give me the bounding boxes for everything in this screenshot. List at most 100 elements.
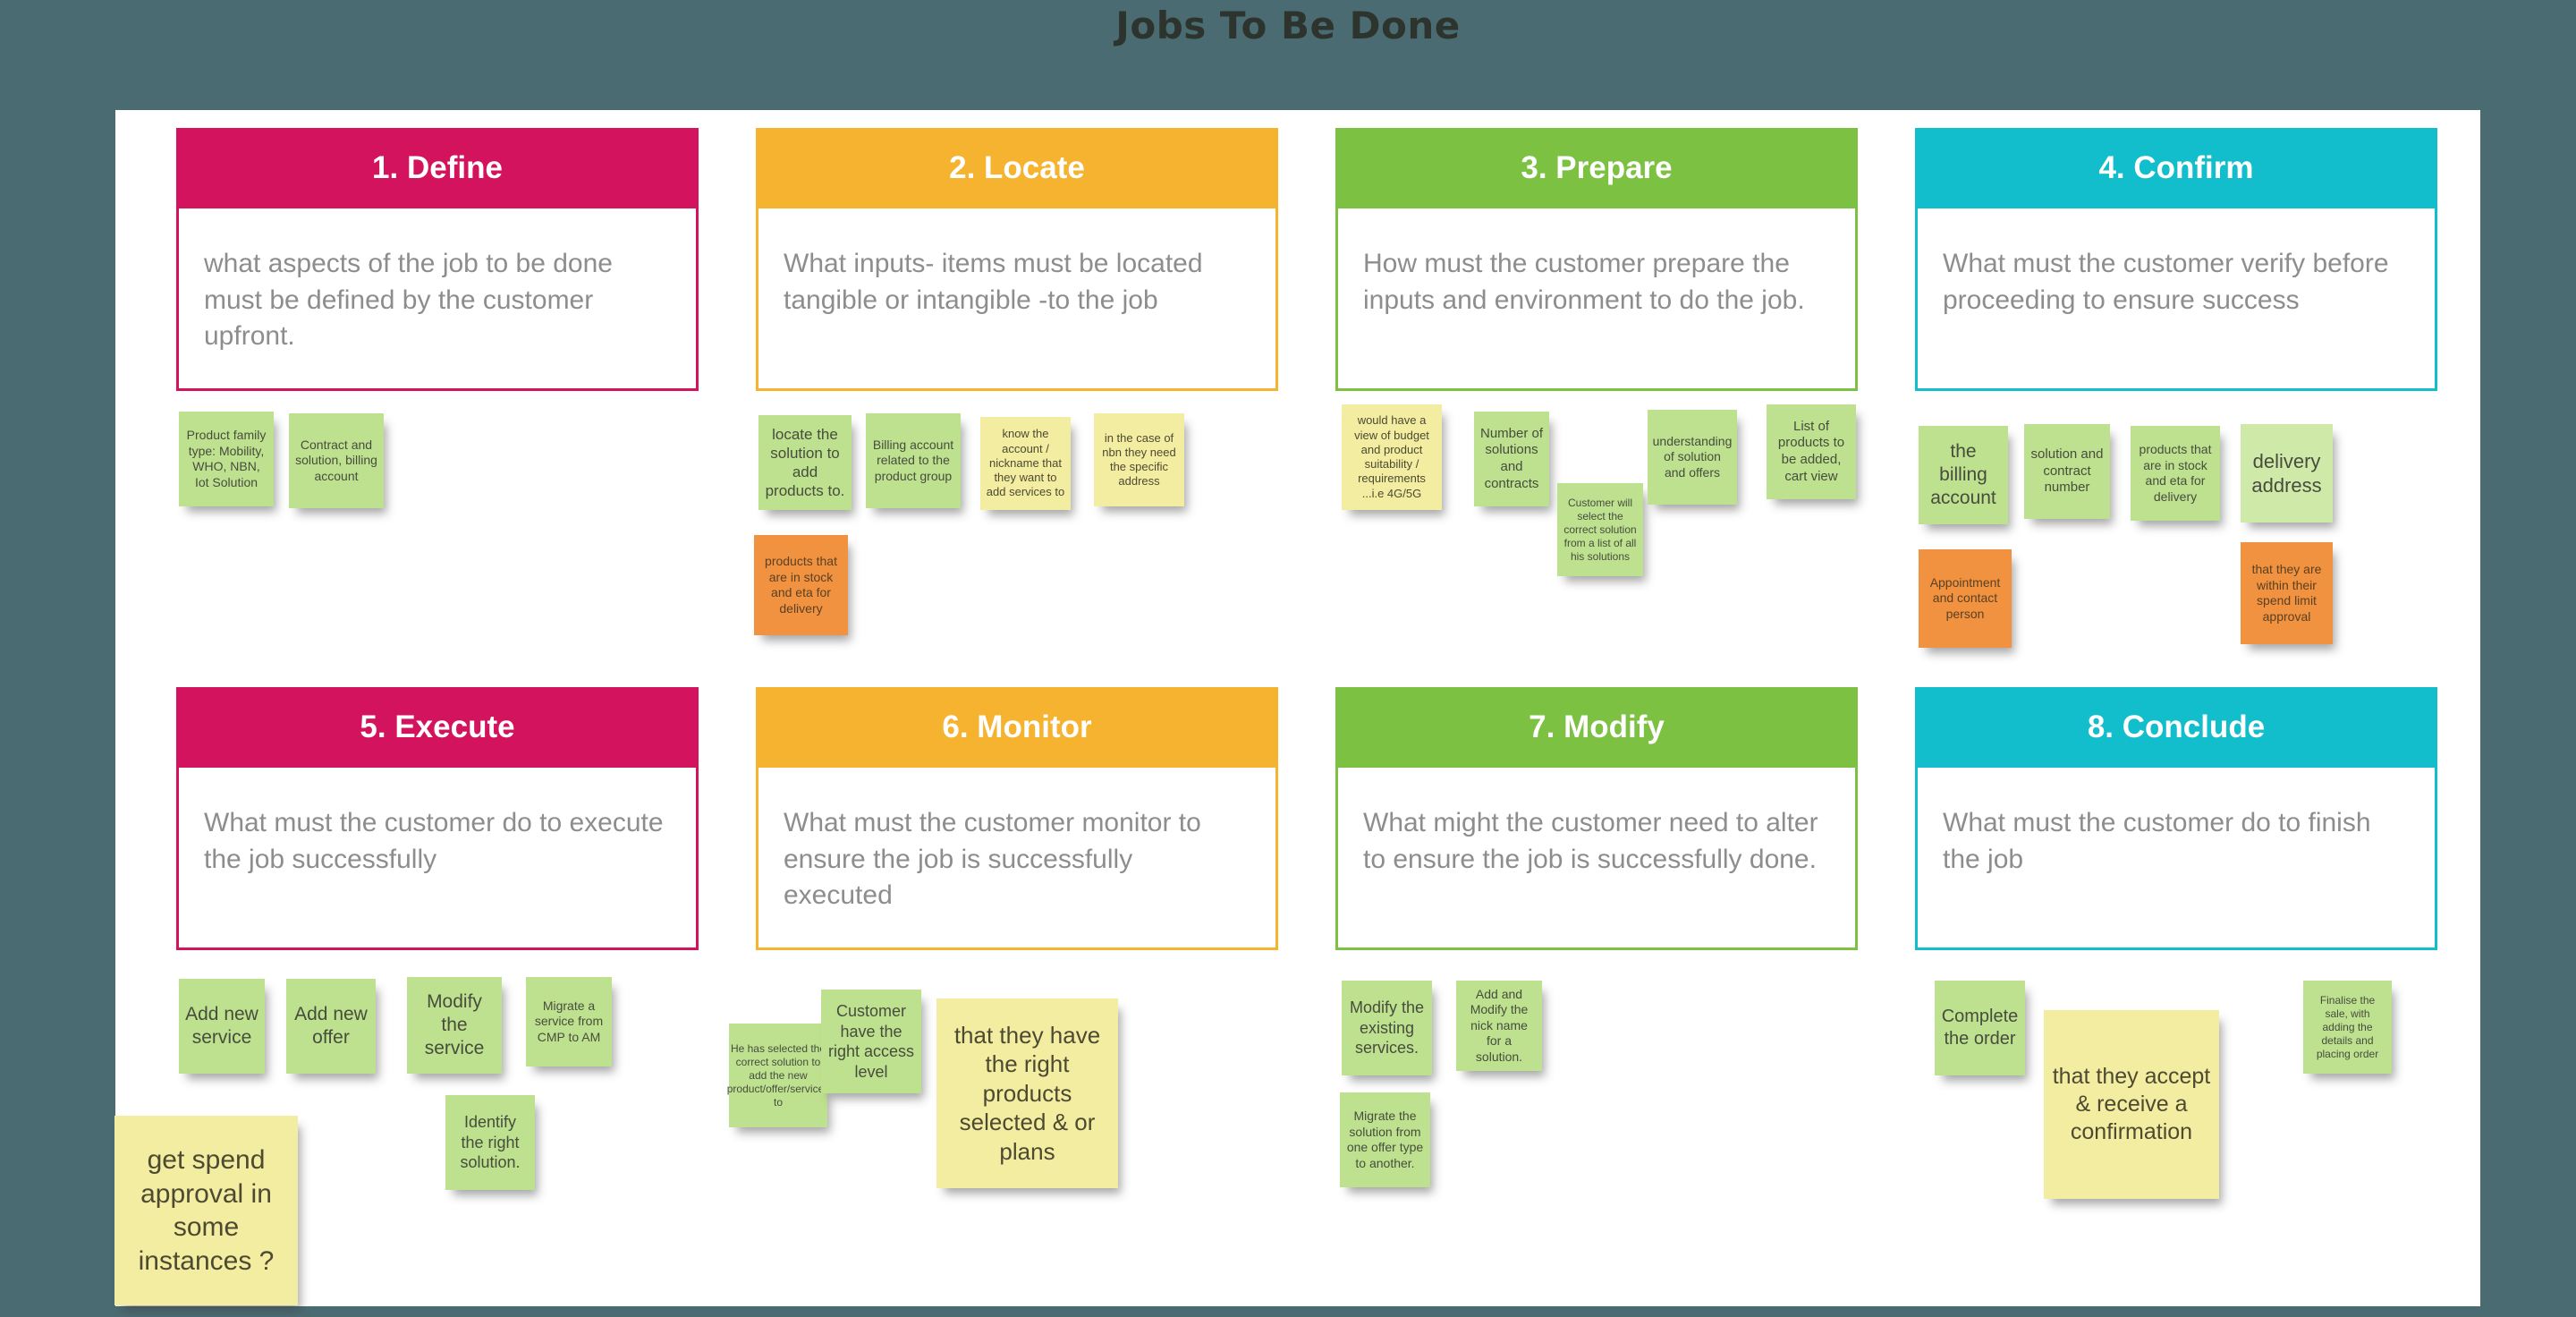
sticky-note-text: understanding of solution and offers [1652,433,1733,480]
sticky-note-text: Product family type: Mobility, WHO, NBN,… [186,428,267,489]
sticky-note-text: in the case of nbn they need the specifi… [1102,430,1176,489]
sticky-note-text: Customer will select the correct solutio… [1563,496,1637,563]
sticky-note-modify[interactable]: Migrate the solution from one offer type… [1340,1092,1430,1187]
sticky-note-prepare[interactable]: understanding of solution and offers [1648,410,1737,505]
section-description: What must the customer do to execute the… [204,808,664,874]
sticky-note-confirm[interactable]: Appointment and contact person [1919,549,2012,648]
section-body: What must the customer do to finish the … [1915,768,2437,950]
section-header: 6. Monitor [756,687,1278,768]
section-description: How must the customer prepare the inputs… [1363,249,1805,315]
sticky-note-text: get spend approval in some instances ? [138,1145,275,1276]
sticky-note-text: Migrate a service from CMP to AM [534,998,604,1044]
sticky-note-execute[interactable]: Add new offer [286,979,376,1074]
sticky-note-text: Complete the order [1941,1007,2019,1049]
section-description: What must the customer verify before pro… [1943,249,2389,315]
sticky-note-text: Appointment and contact person [1929,574,2001,621]
sticky-note-conclude[interactable]: Complete the order [1935,981,2025,1075]
sticky-note-prepare[interactable]: Number of solutions and contracts [1474,412,1549,506]
sticky-note-text: that they have the right products select… [953,1021,1101,1165]
sticky-note-text: know the account / nickname that they wa… [986,427,1065,499]
sticky-note-locate[interactable]: products that are in stock and eta for d… [754,535,848,635]
sticky-note-text: Finalise the sale, with adding the detai… [2316,993,2379,1060]
sticky-note-text: that they accept & receive a confirmatio… [2052,1063,2211,1145]
sticky-note-locate[interactable]: know the account / nickname that they wa… [980,417,1071,510]
sticky-note-locate[interactable]: in the case of nbn they need the specifi… [1094,413,1184,506]
sticky-note-text: solution and contract number [2030,446,2104,496]
sticky-note-text: Migrate the solution from one offer type… [1346,1109,1424,1170]
sticky-note-text: Add new service [185,1003,258,1048]
section-header: 3. Prepare [1335,128,1858,208]
sticky-note-confirm[interactable]: that they are within their spend limit a… [2241,542,2333,644]
section-card-conclude[interactable]: 8. Conclude What must the customer do to… [1915,687,2437,950]
section-description: What must the customer do to finish the … [1943,808,2371,874]
section-body: What must the customer monitor to ensure… [756,768,1278,950]
sticky-note-execute[interactable]: Migrate a service from CMP to AM [526,977,612,1066]
sticky-note-modify[interactable]: Add and Modify the nick name for a solut… [1456,981,1542,1071]
sticky-note-text: would have a view of budget and product … [1354,413,1429,500]
whiteboard-frame[interactable]: 1. Define what aspects of the job to be … [114,110,2480,1306]
section-header: 2. Locate [756,128,1278,208]
sticky-note-conclude[interactable]: Finalise the sale, with adding the detai… [2303,981,2392,1074]
section-title: 3. Prepare [1521,150,1673,185]
section-title: 6. Monitor [942,709,1092,744]
sticky-note-confirm[interactable]: products that are in stock and eta for d… [2131,426,2220,521]
sticky-note-define[interactable]: Product family type: Mobility, WHO, NBN,… [179,412,274,506]
sticky-note-confirm[interactable]: the billing account [1919,426,2008,524]
page-title: Jobs To Be Done [1115,4,1461,47]
sticky-note-text: products that are in stock and eta for d… [765,554,837,616]
sticky-note-confirm[interactable]: solution and contract number [2024,424,2110,519]
section-card-confirm[interactable]: 4. Confirm What must the customer verify… [1915,128,2437,391]
section-title: 1. Define [372,150,503,185]
sticky-note-execute[interactable]: Add new service [179,979,265,1074]
section-description: What might the customer need to alter to… [1363,808,1818,874]
section-body: What must the customer do to execute the… [176,768,699,950]
section-header: 1. Define [176,128,699,208]
sticky-note-prepare[interactable]: would have a view of budget and product … [1342,404,1442,510]
section-card-execute[interactable]: 5. Execute What must the customer do to … [176,687,699,950]
sticky-note-text: products that are in stock and eta for d… [2139,442,2212,504]
sticky-note-text: that they are within their spend limit a… [2251,562,2322,624]
section-body: What must the customer verify before pro… [1915,208,2437,391]
sticky-note-confirm[interactable]: delivery address [2241,424,2333,523]
sticky-note-text: Billing account related to the product g… [872,437,954,483]
sticky-note-conclude[interactable]: that they accept & receive a confirmatio… [2044,1010,2219,1199]
section-card-monitor[interactable]: 6. Monitor What must the customer monito… [756,687,1278,950]
section-description: What inputs- items must be located tangi… [784,249,1203,315]
section-card-modify[interactable]: 7. Modify What might the customer need t… [1335,687,1858,950]
section-title: 7. Modify [1529,709,1665,744]
sticky-note-text: Customer have the right access level [827,1002,915,1081]
sticky-note-prepare[interactable]: Customer will select the correct solutio… [1557,483,1643,576]
section-header: 8. Conclude [1915,687,2437,768]
section-title: 5. Execute [360,709,515,744]
sticky-note-execute[interactable]: get spend approval in some instances ? [114,1116,298,1305]
sticky-note-text: the billing account [1930,440,1996,509]
section-card-define[interactable]: 1. Define what aspects of the job to be … [176,128,699,391]
section-title: 2. Locate [949,150,1085,185]
section-header: 5. Execute [176,687,699,768]
sticky-note-monitor[interactable]: He has selected the correct solution to … [726,1024,830,1127]
sticky-note-text: Modify the existing services. [1349,998,1425,1058]
section-card-prepare[interactable]: 3. Prepare How must the customer prepare… [1335,128,1858,391]
sticky-note-execute[interactable]: Identify the right solution. [445,1095,535,1190]
sticky-note-locate[interactable]: locate the solution to add products to. [758,415,852,510]
sticky-note-monitor[interactable]: that they have the right products select… [936,998,1118,1188]
section-title: 4. Confirm [2098,150,2254,185]
sticky-note-text: delivery address [2251,449,2322,497]
sticky-note-text: He has selected the correct solution to … [726,1041,830,1109]
sticky-note-prepare[interactable]: List of products to be added, cart view [1767,404,1856,499]
section-header: 7. Modify [1335,687,1858,768]
section-body: What inputs- items must be located tangi… [756,208,1278,391]
sticky-note-text: Modify the service [424,990,485,1059]
sticky-note-modify[interactable]: Modify the existing services. [1342,981,1432,1075]
sticky-note-text: Add and Modify the nick name for a solut… [1470,986,1529,1064]
section-description: What must the customer monitor to ensure… [784,808,1201,910]
sticky-note-monitor[interactable]: Customer have the right access level [821,990,921,1093]
sticky-note-text: Add new offer [294,1003,368,1048]
sticky-note-execute[interactable]: Modify the service [407,977,502,1074]
sticky-note-text: Contract and solution, billing account [295,437,377,483]
section-description: what aspects of the job to be done must … [204,249,613,351]
section-card-locate[interactable]: 2. Locate What inputs- items must be loc… [756,128,1278,391]
sticky-note-text: Number of solutions and contracts [1479,425,1544,491]
sticky-note-define[interactable]: Contract and solution, billing account [289,413,384,508]
sticky-note-locate[interactable]: Billing account related to the product g… [866,413,961,508]
